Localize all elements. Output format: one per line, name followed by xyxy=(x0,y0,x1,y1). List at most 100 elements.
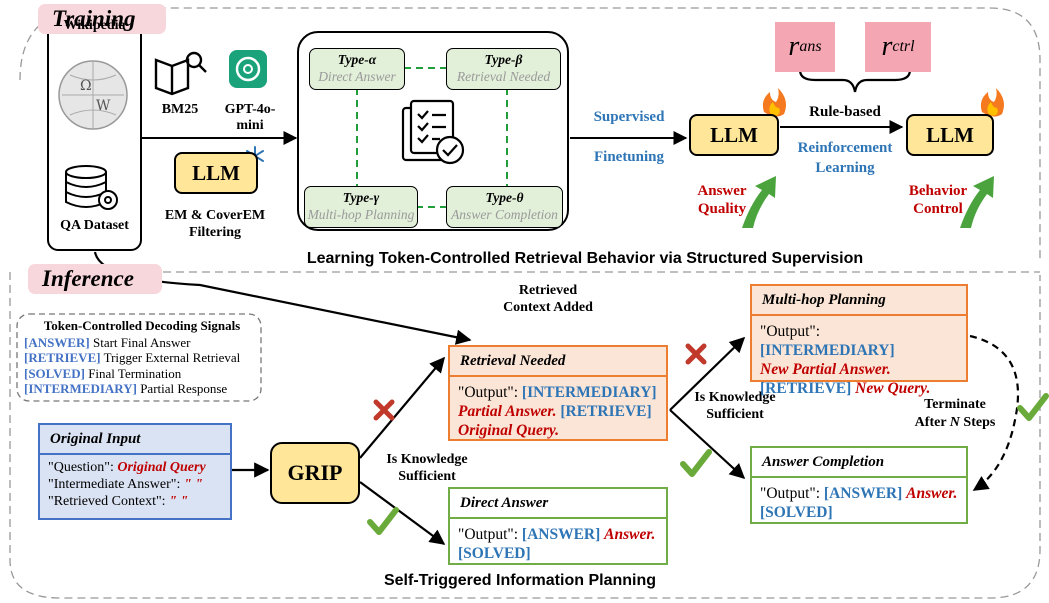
openai-logo-icon xyxy=(229,50,267,88)
inference-caption: Self-Triggered Information Planning xyxy=(383,572,656,589)
behavior-control-label-1: Behavior xyxy=(908,183,968,199)
rl-label-2: Learning xyxy=(815,160,875,176)
signals-title: Token-Controlled Decoding Signals xyxy=(43,318,241,333)
retrieval-needed-card: Retrieval Needed "Output": [INTERMEDIARY… xyxy=(448,345,668,441)
token-answer: [ANSWER] xyxy=(823,485,903,502)
filtering-label-1: EM & CoverEM xyxy=(164,208,266,223)
terminate-n: N xyxy=(949,415,960,430)
is-knowledge-label-b1: Is Knowledge xyxy=(694,390,776,405)
llm-sft-box: LLM xyxy=(689,114,779,156)
supervised-label: Supervised xyxy=(593,109,665,125)
is-knowledge-label-b2: Sufficient xyxy=(706,407,764,422)
intermediate-value: " " xyxy=(183,477,203,492)
arrow-to-multihop xyxy=(669,336,746,411)
multihop-planning-title: Multi-hop Planning xyxy=(752,286,966,316)
arrow-to-retrieval xyxy=(359,356,445,459)
llm-rl-box: LLM xyxy=(906,114,994,156)
answer-completion-title: Answer Completion xyxy=(752,448,966,478)
type-alpha-desc: Direct Answer xyxy=(318,69,396,84)
finetuning-label: Finetuning xyxy=(593,149,665,165)
original-input-title: Original Input xyxy=(40,425,230,455)
reward-brace xyxy=(798,69,912,93)
signal-text: Trigger External Retrieval xyxy=(103,350,241,365)
type-gamma-desc: Multi-hop Planning xyxy=(307,207,415,222)
retrieved-label-2: Context Added xyxy=(503,300,593,315)
direct-answer-title: Direct Answer xyxy=(450,489,666,519)
token-solved: [SOLVED] xyxy=(458,545,531,562)
is-knowledge-label-2: Sufficient xyxy=(398,469,456,484)
answer-completion-card: Answer Completion "Output": [ANSWER] Ans… xyxy=(750,446,968,524)
terminate-steps: Steps xyxy=(959,415,996,430)
reward-control-symbol: r xyxy=(881,31,893,62)
wikipedia-label: Wikipedia xyxy=(63,18,126,33)
context-value: " " xyxy=(169,494,189,509)
terminate-label-1: Terminate xyxy=(924,397,986,412)
multihop-planning-body: "Output": [INTERMEDIARY] New Partial Ans… xyxy=(752,316,966,398)
flame-icon xyxy=(980,88,1004,117)
database-icon xyxy=(65,165,118,210)
type-beta: Type-β Retrieval Needed xyxy=(446,48,561,90)
output-key: "Output": xyxy=(760,485,824,502)
answer-text: Answer. xyxy=(906,485,958,502)
check-icon xyxy=(1017,393,1049,421)
bm25-label: BM25 xyxy=(161,102,199,117)
type-alpha-name: Type-α xyxy=(337,52,377,67)
inference-region xyxy=(9,272,1041,599)
multihop-planning-card: Multi-hop Planning "Output": [INTERMEDIA… xyxy=(750,284,968,397)
token-retrieve: [RETRIEVE] xyxy=(760,380,852,397)
direct-answer-body: "Output": [ANSWER] Answer. [SOLVED] xyxy=(450,519,666,563)
original-query: Original Query. xyxy=(458,422,560,439)
answer-completion-body: "Output": [ANSWER] Answer. [SOLVED] xyxy=(752,478,966,522)
book-search-icon xyxy=(154,51,207,96)
gpt-label: GPT-4o-mini xyxy=(224,102,276,133)
answer-quality-label-1: Answer xyxy=(697,183,747,199)
arrow-to-direct xyxy=(359,481,446,545)
filtering-label-2: Filtering xyxy=(188,225,242,240)
output-key: "Output": xyxy=(760,323,821,340)
question-key: "Question": xyxy=(48,460,118,475)
signals-box xyxy=(16,313,262,402)
svg-text:W: W xyxy=(96,98,111,114)
signal-item: [RETRIEVE] Trigger External Retrieval xyxy=(24,350,260,366)
type-theta-name: Type-θ xyxy=(485,190,524,205)
qa-dataset-label: QA Dataset xyxy=(60,218,129,233)
signal-text: Start Final Answer xyxy=(92,334,191,350)
answer-text: Answer. xyxy=(604,526,656,543)
question-value: Original Query xyxy=(117,460,206,475)
behavior-control-label-2: Control xyxy=(913,201,963,217)
signals-panel: Token-Controlled Decoding Signals [ANSWE… xyxy=(24,318,260,397)
retrieval-needed-title: Retrieval Needed xyxy=(450,347,666,377)
direct-answer-card: Direct Answer "Output": [ANSWER] Answer.… xyxy=(448,487,668,565)
svg-text:Ω: Ω xyxy=(80,78,92,94)
token-intermediary: [INTERMEDIARY] xyxy=(521,384,657,401)
is-knowledge-label-1: Is Knowledge xyxy=(386,452,468,467)
type-theta-desc: Answer Completion xyxy=(451,207,558,222)
type-gamma-name: Type-γ xyxy=(342,190,380,205)
answer-quality-up-icon xyxy=(742,176,776,228)
x-mark-icon xyxy=(685,343,707,365)
intermediate-key: "Intermediate Answer": xyxy=(48,477,184,492)
output-key: "Output": xyxy=(458,384,522,401)
arrow-terminate xyxy=(969,334,1020,491)
arrow-to-completion xyxy=(669,409,746,480)
type-beta-name: Type-β xyxy=(484,52,523,67)
type-alpha: Type-α Direct Answer xyxy=(309,48,405,90)
signal-item: [INTERMEDIARY] Partial Response xyxy=(24,381,260,397)
training-tag: Training xyxy=(38,4,166,34)
type-gamma: Type-γ Multi-hop Planning xyxy=(304,186,418,228)
type-theta: Type-θ Answer Completion xyxy=(446,186,563,228)
check-icon xyxy=(680,449,712,477)
token-solved: [SOLVED] xyxy=(760,504,833,521)
partial-answer: Partial Answer. xyxy=(458,403,557,420)
data-source-box xyxy=(47,13,142,251)
frozen-llm-box: LLM xyxy=(174,152,258,194)
token-retrieve: [RETRIEVE] xyxy=(560,403,652,420)
signal-item: [SOLVED] Final Termination xyxy=(24,366,260,382)
x-mark-icon xyxy=(373,399,395,421)
grip-model-box: GRIP xyxy=(270,442,360,504)
token-answer: [ANSWER] xyxy=(521,526,601,543)
signal-token: [ANSWER] xyxy=(24,334,90,350)
inference-tag: Inference xyxy=(28,264,162,294)
signal-text: Partial Response xyxy=(140,381,228,396)
